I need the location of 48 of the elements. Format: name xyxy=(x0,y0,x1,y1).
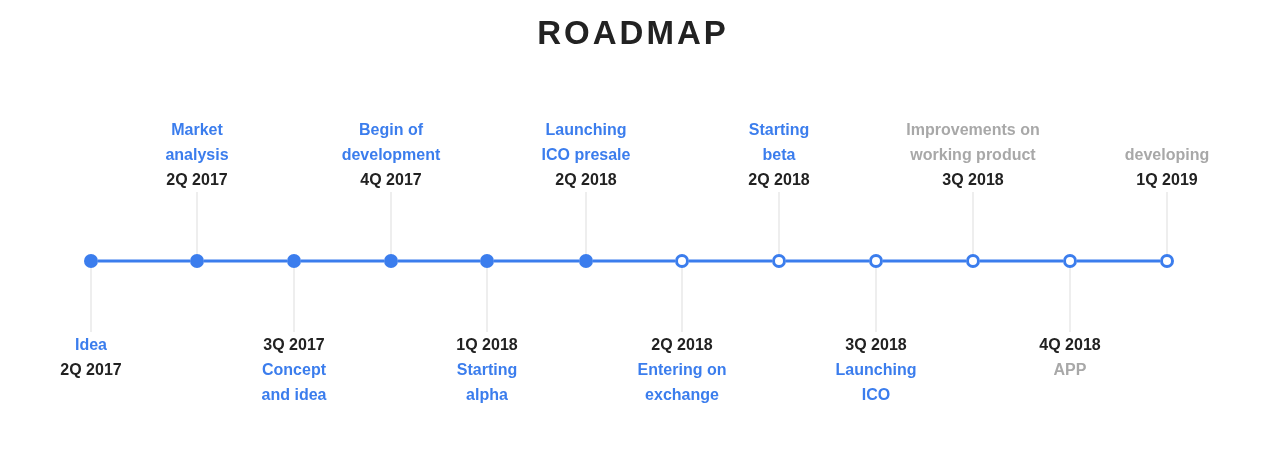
milestone-label: Begin of development xyxy=(340,120,442,165)
milestone-dot xyxy=(480,254,494,268)
timeline-line xyxy=(593,259,675,263)
milestone-label: Market analysis xyxy=(164,120,230,165)
milestone-label: Concept and idea xyxy=(260,360,328,405)
date-label: 2Q 2018 xyxy=(554,170,618,190)
milestone-label: Improvements on working product xyxy=(905,120,1041,165)
timeline-line xyxy=(1077,259,1160,263)
milestone-dot xyxy=(190,254,204,268)
date-label: 3Q 2018 xyxy=(941,170,1005,190)
milestone-label: developing xyxy=(1123,145,1211,165)
date-label: 4Q 2017 xyxy=(359,170,423,190)
timeline-line xyxy=(204,259,287,263)
milestone-label: Entering on exchange xyxy=(636,360,728,405)
milestone-dot xyxy=(384,254,398,268)
milestone-label: APP xyxy=(1052,360,1088,380)
milestone-label: Starting alpha xyxy=(455,360,519,405)
date-label: 4Q 2018 xyxy=(1038,335,1102,355)
milestone-dot xyxy=(1160,254,1174,268)
timeline-line xyxy=(980,259,1063,263)
timeline-line xyxy=(689,259,772,263)
milestone-dot xyxy=(675,254,689,268)
date-label: 2Q 2018 xyxy=(747,170,811,190)
date-label: 2Q 2017 xyxy=(165,170,229,190)
milestone-dot xyxy=(287,254,301,268)
milestone-dot xyxy=(1063,254,1077,268)
timeline-line xyxy=(301,259,384,263)
timeline-line xyxy=(398,259,480,263)
title: ROADMAP xyxy=(537,14,729,51)
timeline-line xyxy=(883,259,966,263)
date-label: 1Q 2018 xyxy=(455,335,519,355)
timeline-line xyxy=(98,259,190,263)
date-label: 2Q 2017 xyxy=(59,360,123,380)
milestone-dot xyxy=(579,254,593,268)
date-label: 3Q 2018 xyxy=(844,335,908,355)
milestone-dot xyxy=(869,254,883,268)
milestone-label: Launching ICO xyxy=(834,360,918,405)
milestone-label: Launching ICO presale xyxy=(540,120,632,165)
date-label: 1Q 2019 xyxy=(1135,170,1199,190)
milestone-dot xyxy=(772,254,786,268)
date-label: 2Q 2018 xyxy=(650,335,714,355)
date-label: 3Q 2017 xyxy=(262,335,326,355)
milestone-dot xyxy=(84,254,98,268)
milestone-dot xyxy=(966,254,980,268)
timeline-line xyxy=(786,259,869,263)
milestone-label: Idea xyxy=(74,335,108,355)
timeline-line xyxy=(494,259,579,263)
milestone-label: Starting beta xyxy=(747,120,811,165)
